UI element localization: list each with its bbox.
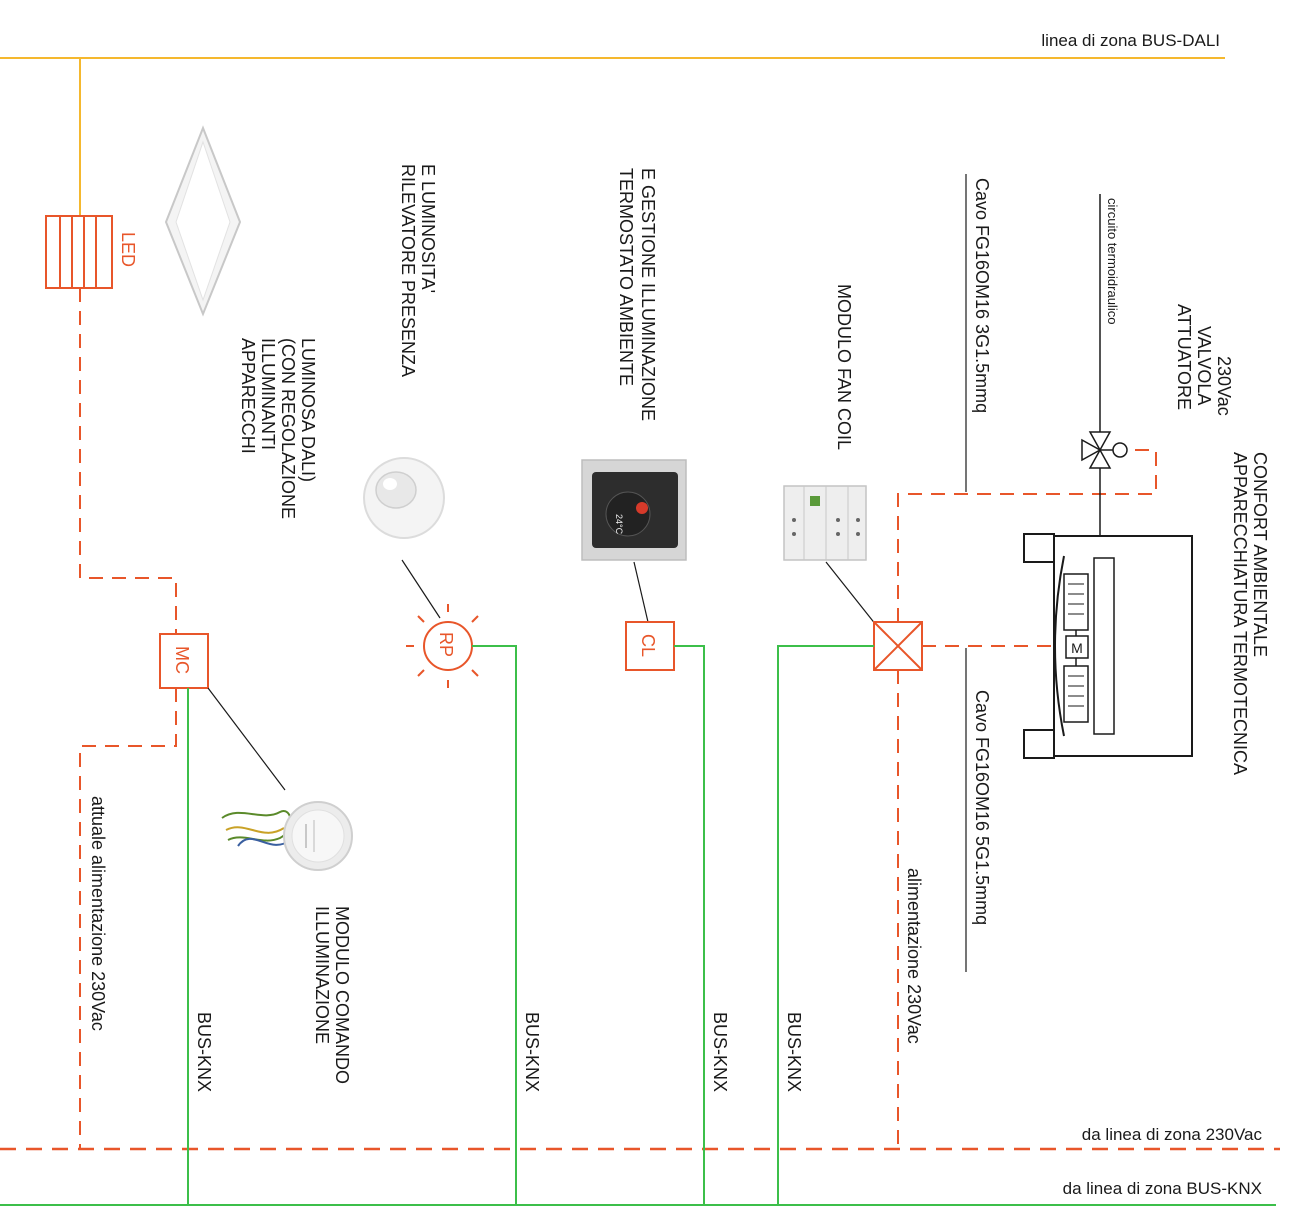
fan-coil-leader-line	[825, 561, 881, 631]
cl-leader-line	[633, 561, 649, 623]
fan-coil-symbol	[873, 621, 923, 671]
fan-coil-knx-label: BUS-KNX	[784, 1012, 804, 1092]
cl-label: CL	[638, 634, 658, 657]
power-zone-label: da linea di zona 230Vac	[1082, 1125, 1263, 1144]
knx-zone-label: da linea di zona BUS-KNX	[1063, 1179, 1262, 1198]
hvac-unit-label: APPARECCHIATURA TERMOTECNICA CONFORT AMB…	[1230, 452, 1270, 779]
dali-zone-line	[0, 57, 1225, 216]
rp-leader-line	[401, 559, 441, 619]
rp-knx-label: BUS-KNX	[522, 1012, 542, 1092]
fan-coil-power-label: alimentazione 230Vac	[904, 868, 924, 1044]
rp-label: RP	[436, 632, 456, 657]
presence-sensor-icon	[363, 457, 445, 539]
cl-knx-cable	[674, 645, 705, 1205]
mc-power-cable	[79, 688, 177, 1149]
led-power-cable	[79, 288, 177, 634]
lighting-module-label: MODULO COMANDO ILLUMINAZIONE	[312, 906, 352, 1089]
lighting-module-icon	[221, 801, 353, 871]
valve-actuator-label: ATTUATORE VALVOLA 230Vac	[1174, 304, 1234, 416]
led-symbol	[45, 215, 113, 289]
presence-sensor-label: RILEVATORE PRESENZA E LUMINOSITA'	[398, 164, 438, 381]
fan-coil-knx-cable	[777, 645, 874, 1205]
motor-symbol: M	[1071, 640, 1083, 656]
mc-leader-line	[207, 687, 286, 791]
mc-symbol	[159, 633, 209, 689]
existing-power-label: attuale alimentazione 230Vac	[88, 796, 108, 1031]
dali-zone-label: linea di zona BUS-DALI	[1041, 31, 1220, 50]
cable-3g-label: Cavo FG16OM16 3G1.5mmq	[972, 178, 992, 413]
mc-knx-label: BUS-KNX	[194, 1012, 214, 1092]
led-label: LED	[118, 232, 138, 267]
fan-coil-module-label: MODULO FAN COIL	[834, 284, 854, 450]
fan-coil-module-icon	[783, 485, 867, 561]
cable-5g-label: Cavo FG16OM16 5G1.5mmq	[972, 690, 992, 925]
cl-knx-label: BUS-KNX	[710, 1012, 730, 1092]
valve-power-cable	[897, 449, 1157, 622]
thermostat-icon: 24°C	[581, 459, 687, 561]
luminaire-panel-icon	[164, 125, 242, 317]
hvac-unit-icon	[1023, 533, 1193, 759]
rp-knx-cable	[472, 645, 517, 1205]
luminaires-label: APPARECCHI ILLUMINANTI (CON REGOLAZIONE …	[238, 338, 318, 524]
thermostat-label: TERMOSTATO AMBIENTE E GESTIONE ILLUMINAZ…	[616, 168, 658, 421]
hydraulic-circuit-label: circuito termoidraulico	[1105, 198, 1120, 324]
thermostat-display: 24°C	[614, 514, 624, 535]
mc-label: MC	[172, 646, 192, 674]
valve-symbol	[1081, 431, 1128, 469]
